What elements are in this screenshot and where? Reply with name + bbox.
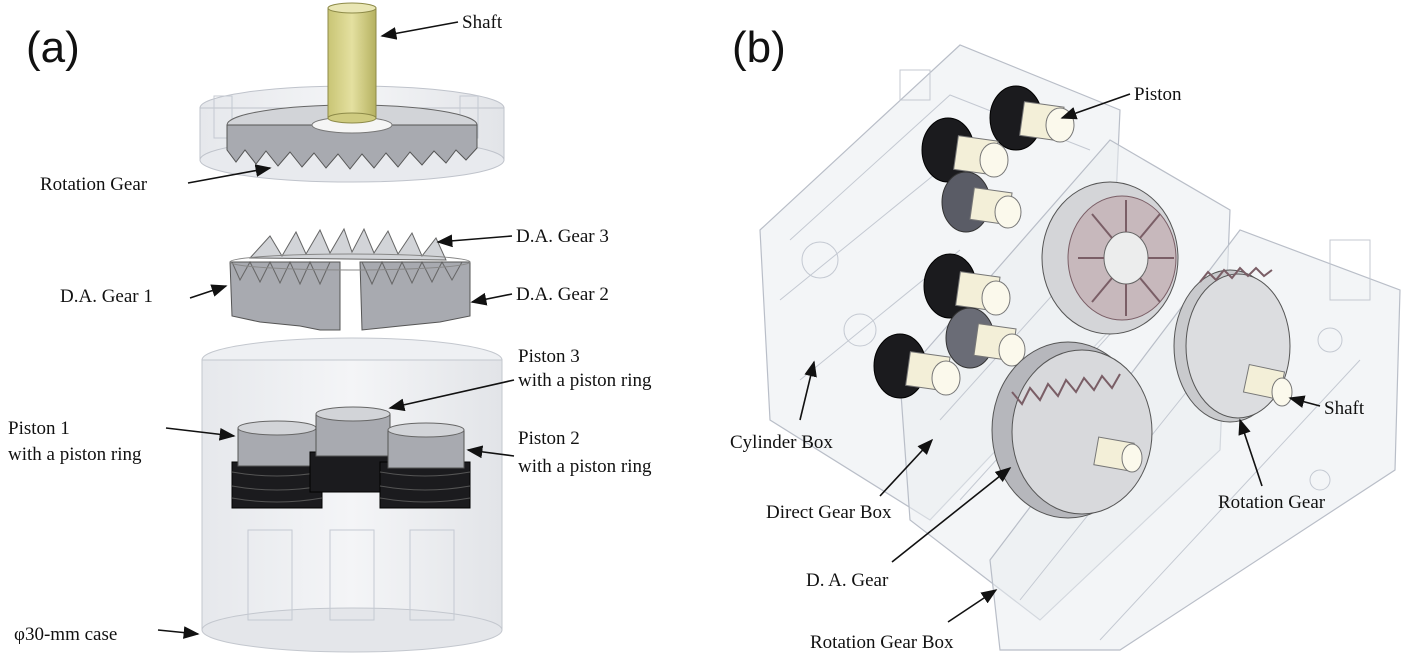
panel-a: (a) (8, 2, 652, 653)
piston-b-5 (945, 307, 1026, 369)
panel-b-tag: (b) (732, 23, 786, 72)
arrow-shaft-b (1288, 395, 1321, 408)
shaft-a (327, 2, 377, 124)
arrow-da-gear-3 (436, 234, 513, 248)
label-da-gear-1: D.A. Gear 1 (60, 286, 153, 307)
label-rotation-gear-b: Rotation Gear (1218, 492, 1326, 513)
label-piston-2-line1: Piston 2 (518, 428, 580, 449)
piston-b-6 (873, 333, 961, 399)
label-piston-1-line1: Piston 1 (8, 418, 70, 439)
label-piston-1-line2: with a piston ring (8, 444, 142, 465)
piston-b-2 (921, 117, 1009, 183)
arrow-da-gear-1 (189, 284, 228, 299)
da-gear-1-shape (229, 261, 341, 331)
arrow-rotation-gear-b (1238, 418, 1263, 487)
arrow-da-gear-b (891, 467, 1012, 563)
panel-a-tag: (a) (26, 23, 80, 72)
label-piston-b: Piston (1134, 84, 1182, 105)
piston-b-3 (941, 171, 1022, 233)
arrow-piston-2 (466, 445, 515, 459)
label-shaft-b: Shaft (1324, 398, 1365, 419)
arrow-piston-1 (165, 427, 236, 441)
rotation-gear-a (226, 104, 478, 170)
label-piston-3-line1: Piston 3 (518, 346, 580, 367)
piston-1-shape (231, 420, 323, 509)
label-piston-3-line2: with a piston ring (518, 370, 652, 391)
da-gear-3-shape (248, 227, 447, 261)
label-da-gear-2: D.A. Gear 2 (516, 284, 609, 305)
label-da-gear-3: D.A. Gear 3 (516, 226, 609, 247)
pistons-b (873, 85, 1075, 399)
label-direct-gear-box: Direct Gear Box (766, 502, 892, 523)
arrow-piston-3 (388, 379, 515, 412)
arrow-da-gear-2 (470, 292, 513, 306)
label-piston-2-line2: with a piston ring (518, 456, 652, 477)
da-gear-2-shape (359, 261, 471, 331)
piston-b-4 (923, 253, 1011, 319)
arrow-shaft-a (380, 21, 459, 40)
arrow-rotation-gear-a (187, 164, 272, 184)
panel-b: (b) (730, 23, 1401, 653)
arrow-direct-gear-box (879, 438, 934, 497)
piston-2-shape (379, 422, 471, 509)
label-cylinder-box: Cylinder Box (730, 432, 833, 453)
arrow-piston-b (1060, 93, 1131, 120)
label-rotation-gear-box: Rotation Gear Box (810, 632, 954, 653)
da-gear-set (229, 227, 471, 331)
arrow-rotation-gear-box (947, 589, 998, 623)
arrow-cylinder-box (799, 360, 817, 421)
label-shaft-a: Shaft (462, 12, 503, 33)
rotation-gear-b (1173, 266, 1293, 423)
rotation-gear-box-shape (989, 229, 1401, 651)
bevel-gear-b (1041, 181, 1179, 335)
da-gear-b (991, 341, 1153, 519)
arrow-case (157, 626, 200, 639)
label-da-gear-b: D. A. Gear (806, 570, 889, 591)
label-rotation-gear-a: Rotation Gear (40, 174, 148, 195)
label-case: φ30-mm case (14, 624, 117, 645)
